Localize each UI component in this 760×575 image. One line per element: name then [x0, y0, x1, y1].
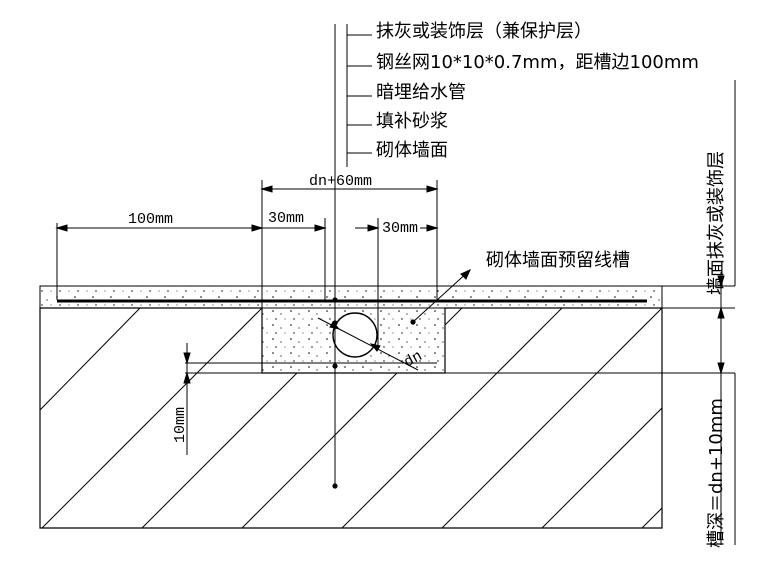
groove-note-leader: [412, 269, 471, 323]
plaster-layer: [39, 285, 663, 309]
dim-right-gap: [355, 218, 439, 348]
masonry-wall: [39, 307, 663, 529]
dim-right-gap-label: 30mm: [382, 220, 418, 237]
label-plaster-layer: 抹灰或装饰层（兼保护层）: [376, 21, 592, 42]
water-pipe: [332, 312, 378, 358]
dim-bottom-gap: [183, 343, 437, 455]
label-steel-mesh: 钢丝网10*10*0.7mm，距槽边100mm: [376, 52, 699, 73]
dim-pipe-dia-label: dn: [401, 348, 425, 371]
label-right-plaster: 墙面抹灰或装饰层: [706, 151, 727, 295]
layer-labels: 抹灰或装饰层（兼保护层） 钢丝网10*10*0.7mm，距槽边100mm 暗埋给…: [376, 21, 699, 161]
dim-right-side: [445, 80, 736, 545]
label-right-depth: 槽深＝dn+10mm: [706, 398, 727, 548]
label-mortar-fill: 填补砂浆: [376, 111, 448, 132]
label-groove-note: 砌体墙面预留线槽: [486, 250, 630, 271]
label-water-pipe: 暗埋给水管: [376, 82, 466, 103]
leader-lines: [334, 24, 372, 486]
label-masonry-wall: 砌体墙面: [376, 140, 448, 161]
dim-bottom-gap-label: 10mm: [172, 407, 189, 443]
dim-pipe-dia: [317, 317, 419, 371]
dim-mesh-extent-label: 100mm: [128, 211, 173, 228]
dim-total-width: [260, 180, 439, 372]
dim-left-gap-label: 30mm: [268, 210, 304, 227]
dim-mesh-extent: [55, 223, 264, 300]
dim-total-width-label: dn+60mm: [309, 173, 372, 190]
dim-left-gap: [262, 218, 327, 300]
